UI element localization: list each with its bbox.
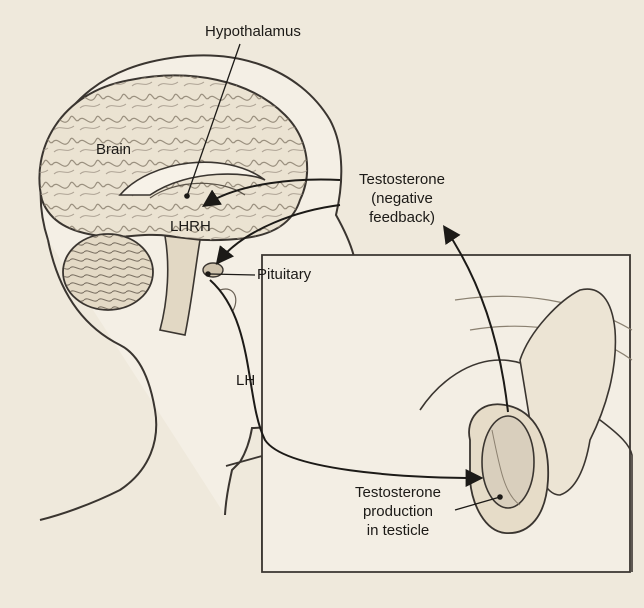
label-testosterone-production: Testosterone production in testicle <box>355 484 441 539</box>
lh-arrow <box>209 279 484 487</box>
pituitary-leader <box>209 273 256 276</box>
label-hypothalamus: Hypothalamus <box>205 23 301 40</box>
pituitary-dot <box>205 271 211 277</box>
label-brain: Brain <box>96 141 132 158</box>
hypothalamus-leader <box>186 43 241 197</box>
label-lhrh: LHRH <box>170 218 211 235</box>
testicle-leader <box>454 496 501 511</box>
label-pituitary: Pituitary <box>257 266 312 283</box>
testicle <box>481 415 535 509</box>
brainstem <box>159 235 201 336</box>
label-lh: LH <box>236 372 256 389</box>
label-testosterone-feedback: Testosterone (negative feedback) <box>359 171 445 226</box>
testosterone-rise-arrow <box>442 225 509 413</box>
feedback-arrow-to-pituitary <box>215 204 341 265</box>
feedback-arrow-to-hypothalamus <box>201 178 341 207</box>
corpus-callosum <box>118 161 266 196</box>
neck-outline <box>39 239 158 521</box>
